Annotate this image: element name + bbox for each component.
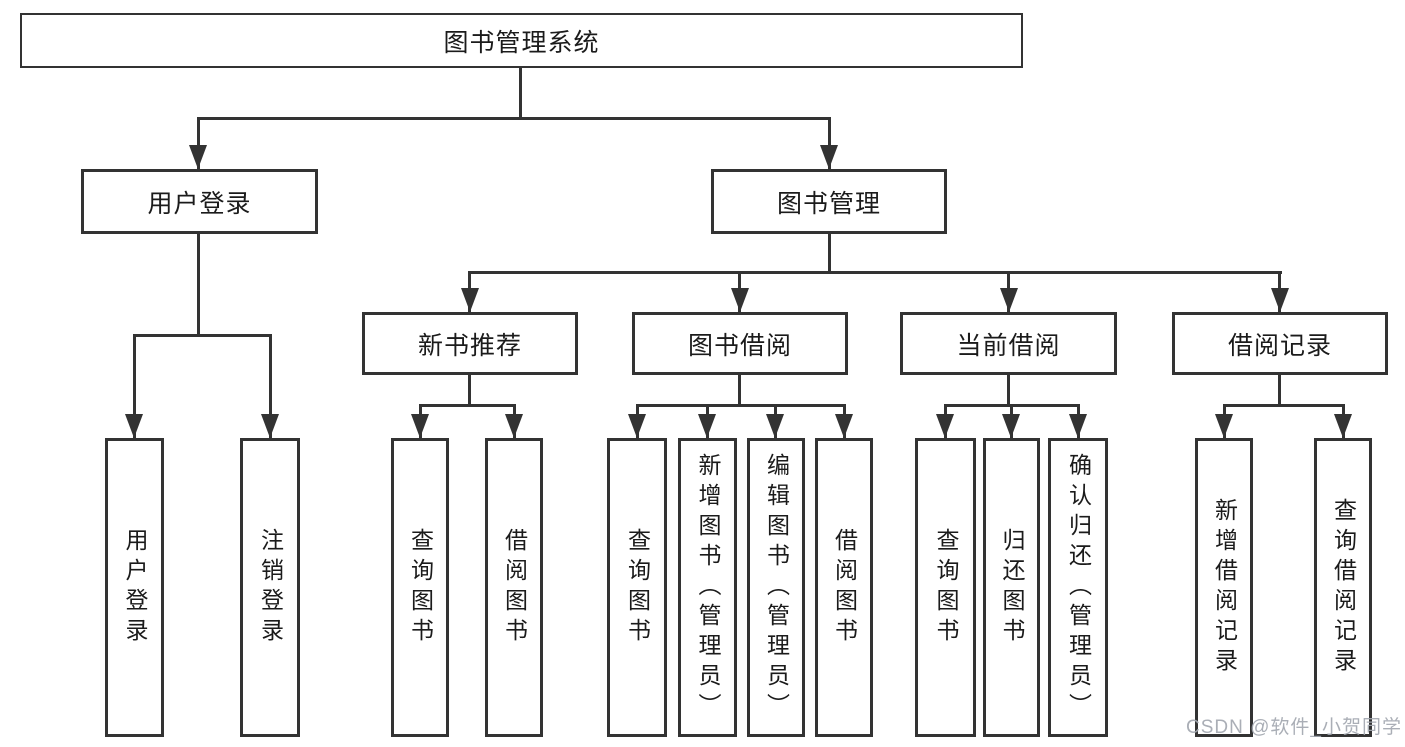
edge-root-bar (197, 117, 830, 120)
arrowhead-user-login (189, 145, 207, 169)
leaf-borrow-add-book-admin: 新增图书（管理员） (678, 438, 737, 737)
leaf-borrow-borrow-book: 借阅图书 (815, 438, 873, 737)
arrowhead-newrec-borrow (505, 414, 523, 438)
edge-root-stem (519, 68, 522, 118)
arrowhead-current-query (936, 414, 954, 438)
node-borrow-record: 借阅记录 (1172, 312, 1388, 375)
edge-to-leaf-logout (269, 334, 272, 438)
edge-record-bar (1223, 404, 1345, 407)
arrowhead-leaf-user-login (125, 414, 143, 438)
leaf-newrec-borrow-book: 借阅图书 (485, 438, 543, 737)
arrowhead-current-borrow (1000, 288, 1018, 312)
node-book-borrow: 图书借阅 (632, 312, 848, 375)
leaf-current-confirm-return-admin: 确认归还（管理员） (1048, 438, 1108, 737)
arrowhead-leaf-logout (261, 414, 279, 438)
arrowhead-borrow-edit (766, 414, 784, 438)
arrowhead-borrow-record (1271, 288, 1289, 312)
node-root: 图书管理系统 (20, 13, 1023, 68)
edge-borrow-bar (637, 404, 846, 407)
leaf-logout: 注销登录 (240, 438, 300, 737)
node-user-login: 用户登录 (81, 169, 318, 234)
edge-user-login-bar (133, 334, 272, 337)
edge-record-stem (1278, 375, 1281, 406)
leaf-current-query-book: 查询图书 (915, 438, 976, 737)
edge-to-leaf-user-login (133, 334, 136, 438)
node-new-book-recommend: 新书推荐 (362, 312, 578, 375)
arrowhead-record-add (1215, 414, 1233, 438)
edge-book-management-stem (828, 234, 831, 273)
edge-current-stem (1007, 375, 1010, 406)
arrowhead-book-borrow (731, 288, 749, 312)
arrowhead-current-return (1002, 414, 1020, 438)
arrowhead-record-query (1334, 414, 1352, 438)
edge-user-login-stem (197, 234, 200, 335)
edge-newrec-stem (468, 375, 471, 406)
node-book-management: 图书管理 (711, 169, 947, 234)
arrowhead-book-management (820, 145, 838, 169)
node-current-borrow: 当前借阅 (900, 312, 1117, 375)
arrowhead-current-confirm (1069, 414, 1087, 438)
leaf-record-query-record: 查询借阅记录 (1314, 438, 1372, 737)
arrowhead-newrec-query (411, 414, 429, 438)
arrowhead-borrow-add (698, 414, 716, 438)
arrowhead-borrow-borrow (835, 414, 853, 438)
leaf-record-add-record: 新增借阅记录 (1195, 438, 1253, 737)
leaf-current-return-book: 归还图书 (983, 438, 1040, 737)
leaf-user-login: 用户登录 (105, 438, 164, 737)
edge-root-to-user-login (197, 117, 200, 169)
csdn-watermark: CSDN @软件_小贺同学 (1186, 717, 1402, 738)
edge-borrow-stem (738, 375, 741, 406)
edge-newrec-bar (419, 404, 516, 407)
leaf-borrow-edit-book-admin: 编辑图书（管理员） (747, 438, 805, 737)
edge-book-management-bar (468, 271, 1282, 274)
arrowhead-borrow-query (628, 414, 646, 438)
leaf-borrow-query-book: 查询图书 (607, 438, 667, 737)
edge-root-to-book-management (828, 117, 831, 169)
leaf-newrec-query-book: 查询图书 (391, 438, 449, 737)
arrowhead-new-book-recommend (461, 288, 479, 312)
